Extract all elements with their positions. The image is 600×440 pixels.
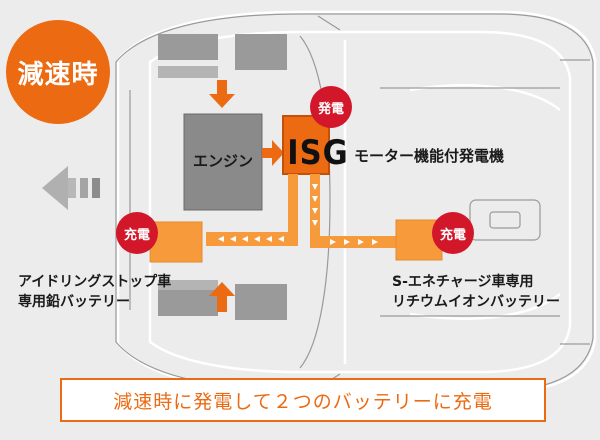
engine-label: エンジン	[192, 152, 253, 170]
lithium-battery-label-line2: リチウムイオンバッテリー	[392, 294, 560, 310]
charge-badge-left: 充電	[116, 212, 158, 254]
lithium-battery-label: S-エネチャージ車専用 リチウムイオンバッテリー	[392, 272, 560, 312]
isg-label: ISG	[287, 133, 349, 173]
lead-battery-label: アイドリングストップ車 専用鉛バッテリー	[18, 272, 171, 312]
isg-description: モーター機能付発電機	[354, 147, 505, 165]
lead-battery-label-line1: アイドリングストップ車	[18, 274, 172, 290]
wheel-front-left	[158, 34, 218, 60]
lithium-battery-label-line1: S-エネチャージ車専用	[392, 274, 534, 290]
flow-to-right-battery	[310, 174, 320, 240]
wheels	[158, 34, 287, 320]
flow-lines	[206, 174, 396, 248]
direction-arrow-icon	[42, 166, 100, 210]
flow-chevrons	[218, 184, 378, 245]
wheel-front-right-tire	[235, 284, 287, 320]
mode-badge: 減速時	[6, 20, 110, 124]
engine-to-isg-arrow	[262, 140, 284, 166]
flow-to-left-battery	[206, 232, 296, 246]
wheel-front-right	[158, 290, 218, 316]
wheel-arrows	[209, 80, 235, 312]
engine-block	[183, 113, 263, 211]
wheel-front-left-tire	[235, 34, 287, 70]
lead-battery-label-line2: 専用鉛バッテリー	[18, 294, 130, 310]
generate-badge: 発電	[310, 86, 352, 128]
lead-battery	[149, 221, 203, 263]
charge-badge-right: 充電	[432, 212, 474, 254]
caption-box: 減速時に発電して２つのバッテリーに充電	[60, 378, 546, 422]
